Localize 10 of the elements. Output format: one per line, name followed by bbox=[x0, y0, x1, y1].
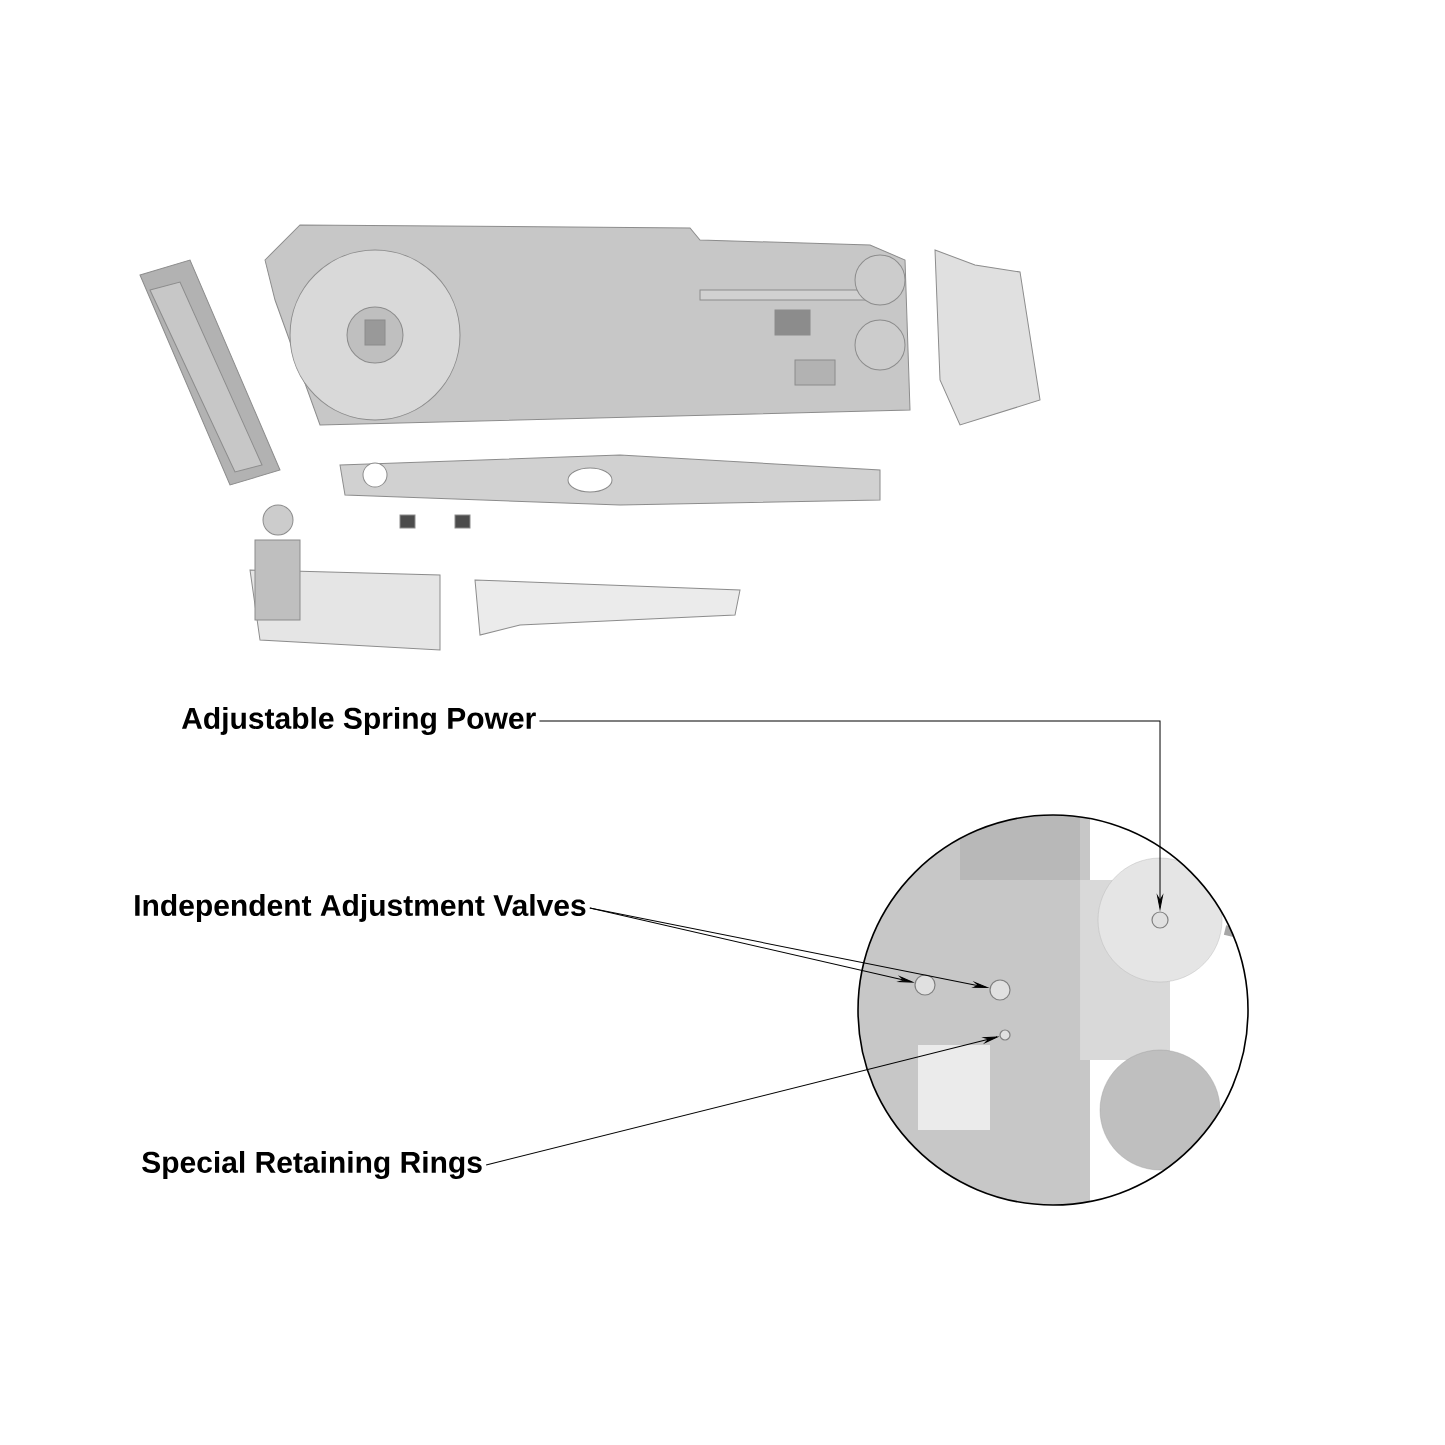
adjustment-screw bbox=[999, 1029, 1011, 1041]
adjustment-screw bbox=[1151, 911, 1169, 929]
leader-line bbox=[589, 907, 988, 988]
leader-line bbox=[538, 720, 1163, 910]
leader-line bbox=[485, 1036, 998, 1166]
callout-label: Independent Adjustment Valves bbox=[135, 894, 586, 922]
adjustment-screw bbox=[989, 979, 1011, 1001]
adjustment-screw bbox=[914, 974, 936, 996]
callout-label: Special Retaining Rings bbox=[142, 1150, 482, 1180]
callout-label: Adjustable Spring Power bbox=[181, 706, 536, 736]
